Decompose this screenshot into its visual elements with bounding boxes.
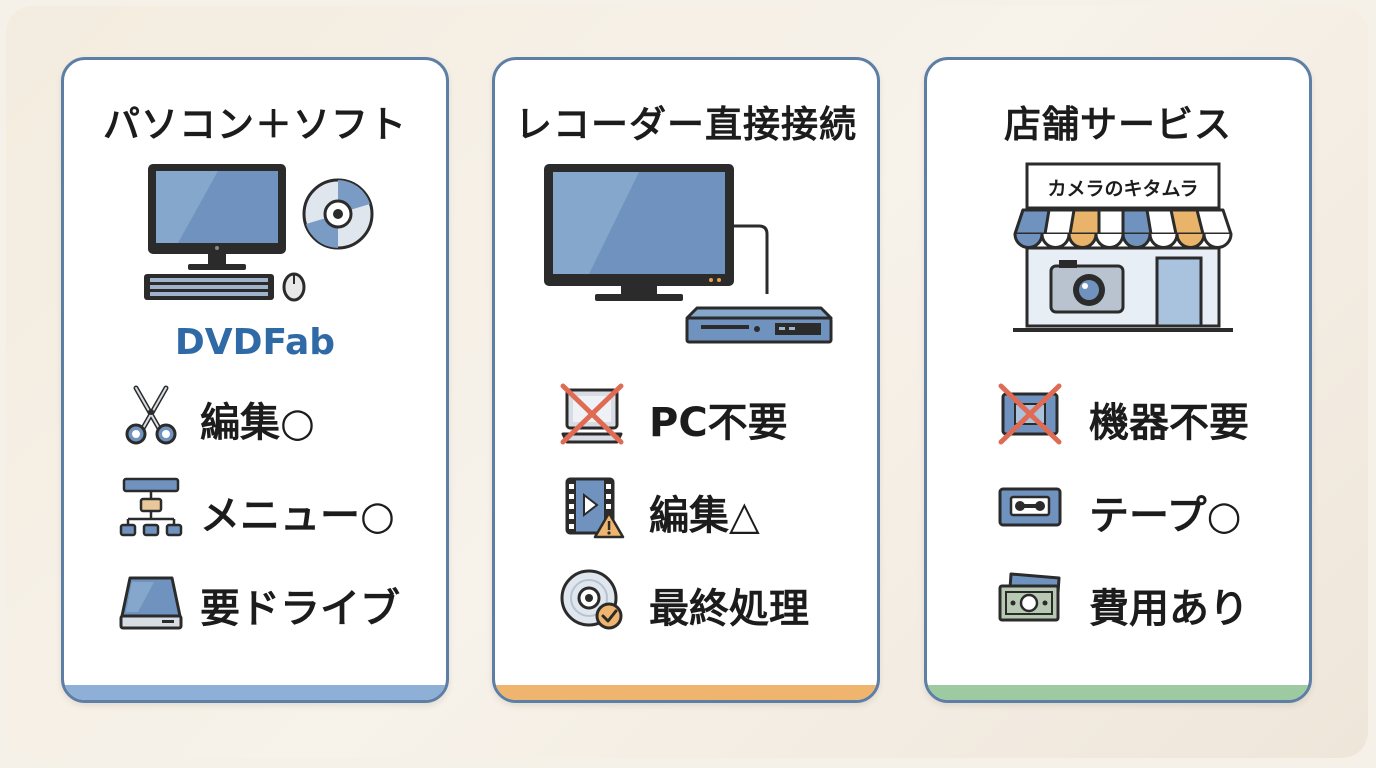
storefront-icon: カメラのキタムラ: [1013, 162, 1233, 334]
card-accent-band: [64, 685, 446, 700]
card-title: 店舗サービス: [1004, 103, 1232, 146]
feature-label: メニュー○: [200, 493, 395, 539]
no-pc-icon: [560, 383, 624, 445]
video-warning-icon: [565, 477, 625, 539]
feature-label: 費用あり: [1089, 586, 1249, 632]
feature-item: 要ドライブ: [118, 568, 418, 632]
vhs-tape-icon: [998, 487, 1062, 527]
card-accent-band: [927, 685, 1309, 700]
card-recorder-direct: レコーダー直接接続 PC不要: [492, 57, 880, 703]
no-device-icon: [998, 383, 1062, 445]
feature-item: 編集△: [559, 475, 859, 539]
feature-label: PC不要: [649, 400, 788, 446]
card-accent-band: [495, 685, 877, 700]
computer-with-disc-icon: [144, 164, 374, 302]
card-store-service: 店舗サービス: [924, 57, 1312, 703]
menu-tree-icon: [119, 477, 183, 537]
scissors-icon: [125, 385, 177, 445]
feature-label: 最終処理: [649, 586, 809, 632]
external-drive-icon: [119, 576, 183, 630]
software-brand-label: DVDFab: [174, 322, 336, 363]
tv-with-recorder-icon: [544, 164, 833, 344]
cash-icon: [998, 572, 1061, 622]
card-title: レコーダー直接接続: [515, 103, 857, 146]
feature-label: 要ドライブ: [200, 586, 400, 632]
card-title: パソコン＋ソフト: [103, 103, 407, 146]
feature-item: テープ○: [997, 475, 1297, 539]
feature-label: 機器不要: [1089, 400, 1249, 446]
feature-label: テープ○: [1089, 493, 1242, 539]
feature-item: PC不要: [559, 382, 859, 446]
store-sign-text: カメラのキタムラ: [1047, 178, 1199, 200]
feature-item: メニュー○: [118, 475, 438, 539]
disc-check-icon: [560, 569, 623, 630]
feature-label: 編集△: [649, 493, 760, 539]
card-pc-software: パソコン＋ソフト DVDFab: [61, 57, 449, 703]
feature-item: 編集○: [118, 382, 418, 446]
feature-label: 編集○: [200, 400, 315, 446]
feature-item: 最終処理: [559, 568, 859, 632]
feature-item: 費用あり: [997, 568, 1297, 632]
feature-item: 機器不要: [997, 382, 1297, 446]
